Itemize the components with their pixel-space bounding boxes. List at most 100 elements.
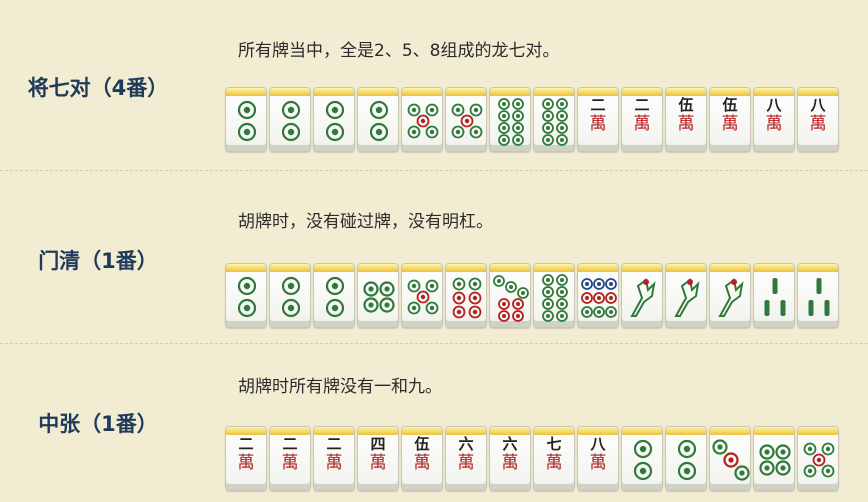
dot-mark <box>585 296 589 300</box>
dots-tile <box>313 263 355 328</box>
dot-mark <box>605 306 617 318</box>
dot-mark <box>581 278 593 290</box>
dots-tile <box>445 263 487 328</box>
dot-mark <box>472 295 478 301</box>
dot-mark <box>739 470 745 476</box>
character-tile: 八萬 <box>797 87 839 152</box>
dot-mark <box>560 314 564 318</box>
tile-cap <box>798 264 838 272</box>
tile-char: 萬 <box>237 453 255 473</box>
dot-mark <box>429 305 435 311</box>
dot-mark <box>468 291 482 305</box>
tile-cap <box>358 264 398 272</box>
character-tile: 伍萬 <box>401 426 443 491</box>
dot-mark <box>597 296 601 300</box>
bamboo-stick <box>764 300 770 316</box>
tile-cap <box>710 88 750 96</box>
dot-mark <box>498 134 510 146</box>
dot-mark <box>384 302 390 308</box>
bamboo-stick <box>816 278 822 294</box>
dot-mark <box>764 449 770 455</box>
tile-cap <box>490 427 530 435</box>
dot-mark <box>512 98 524 110</box>
dot-mark <box>375 106 383 114</box>
tile-char: 萬 <box>721 114 739 134</box>
dots-tile <box>533 263 575 328</box>
dot-mark <box>498 310 510 322</box>
dot-mark <box>243 128 251 136</box>
dots-icon <box>237 100 257 142</box>
dots-icon <box>363 281 395 313</box>
dot-mark <box>473 129 479 135</box>
dot-mark <box>425 301 439 315</box>
tile-row: 二萬二萬二萬四萬伍萬六萬六萬七萬八萬 <box>225 426 841 491</box>
tile-face: 伍萬 <box>666 98 706 133</box>
tile-cap <box>622 427 662 435</box>
dot-mark <box>425 279 439 293</box>
dot-mark <box>281 100 301 120</box>
character-tile: 四萬 <box>357 426 399 491</box>
dot-mark <box>498 298 510 310</box>
dots-icon <box>759 444 791 476</box>
bird-tile <box>665 263 707 328</box>
section-divider <box>0 170 868 171</box>
dot-mark <box>237 122 257 142</box>
character-tile: 六萬 <box>445 426 487 491</box>
dot-mark <box>546 138 550 142</box>
dot-mark <box>556 274 568 286</box>
character-tile: 二萬 <box>577 87 619 152</box>
dots-icon <box>712 439 750 481</box>
dot-mark <box>712 439 728 455</box>
tile-cap <box>270 427 310 435</box>
dot-mark <box>542 122 554 134</box>
dots-icon <box>677 439 697 481</box>
dots-tile <box>225 263 267 328</box>
dot-mark <box>560 126 564 130</box>
dot-mark <box>585 282 589 286</box>
section-title: 门清（1番） <box>38 249 158 273</box>
dot-mark <box>807 468 813 474</box>
section-jiang-qidui: 所有牌当中，全是2、5、8组成的龙七对。 将七对（4番） 二萬二萬伍萬伍萬八萬八… <box>0 0 868 170</box>
dot-mark <box>472 281 478 287</box>
tile-char: 萬 <box>545 453 563 473</box>
dot-mark <box>455 129 461 135</box>
dot-mark <box>498 98 510 110</box>
dot-mark <box>560 302 564 306</box>
dots-icon <box>281 100 301 142</box>
dot-mark <box>502 302 506 306</box>
dot-mark <box>556 122 568 134</box>
dot-mark <box>542 310 554 322</box>
tile-cap <box>666 88 706 96</box>
tile-cap <box>490 264 530 272</box>
dot-mark <box>379 297 395 313</box>
tile-cap <box>314 427 354 435</box>
dot-mark <box>429 283 435 289</box>
dot-mark <box>560 138 564 142</box>
dots-tile <box>269 87 311 152</box>
dot-mark <box>287 282 295 290</box>
tile-cap <box>402 88 442 96</box>
bird-icon <box>630 278 656 317</box>
tile-cap <box>226 264 266 272</box>
character-tile: 八萬 <box>577 426 619 491</box>
dot-mark <box>560 290 564 294</box>
tile-row: 二萬二萬伍萬伍萬八萬八萬 <box>225 87 841 152</box>
tile-face: 二萬 <box>226 437 266 472</box>
tile-number: 伍 <box>414 435 430 453</box>
dot-mark <box>429 107 435 113</box>
dot-mark <box>546 114 550 118</box>
dots-tile <box>357 263 399 328</box>
dot-mark <box>633 461 653 481</box>
section-description: 胡牌时，没有碰过牌，没有明杠。 <box>238 212 493 232</box>
dots-tile <box>313 87 355 152</box>
dot-mark <box>677 461 697 481</box>
dot-mark <box>542 134 554 146</box>
dot-mark <box>821 464 835 478</box>
dot-mark <box>502 138 506 142</box>
dots-icon <box>281 276 301 318</box>
dot-mark <box>512 122 524 134</box>
bamboo-stick <box>780 300 786 316</box>
tile-face: 八萬 <box>798 98 838 133</box>
dots-tile <box>357 87 399 152</box>
dots-icon <box>451 103 483 139</box>
